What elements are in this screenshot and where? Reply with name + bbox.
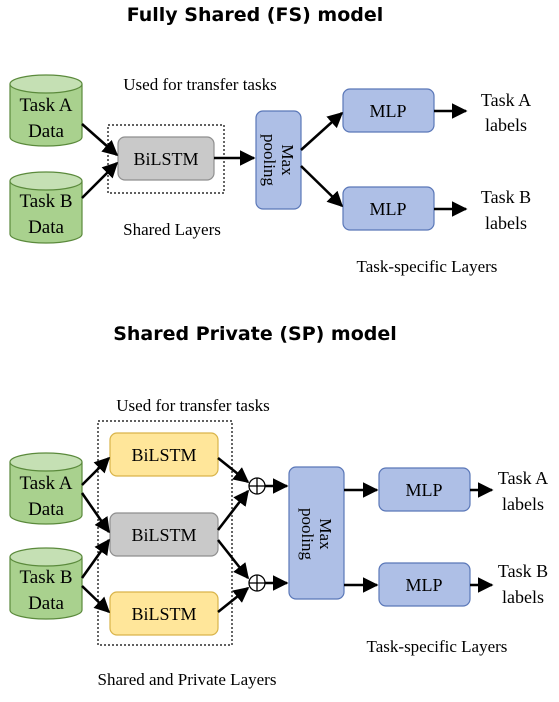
fs-task-a-data: Task A Data [9, 74, 83, 147]
sp-maxpool-line2: pooling [298, 508, 317, 560]
sp-task-a-data-line2: Data [28, 499, 64, 520]
sp-transfer-note: Used for transfer tasks [116, 396, 269, 415]
sp-task-b-data: Task B Data [9, 547, 83, 620]
fs-model: Fully Shared (FS) model Used for transfe… [9, 4, 531, 276]
fs-out-b-line1: Task B [481, 187, 531, 207]
fs-out-a-line1: Task A [481, 90, 531, 110]
fs-maxpool-line2: pooling [260, 134, 279, 186]
fs-bilstm-box: BiLSTM [117, 136, 215, 181]
fs-mlp-a-label: MLP [369, 101, 406, 121]
sp-concat-bot-icon [248, 574, 266, 592]
fs-task-b-data-line1: Task B [19, 191, 72, 212]
sp-task-a-data-line1: Task A [19, 473, 72, 494]
fs-maxpool-box: Max pooling [255, 110, 302, 210]
sp-concat-top-icon [248, 477, 266, 495]
fs-transfer-note: Used for transfer tasks [123, 75, 276, 94]
sp-bilstm-top-box: BiLSTM [109, 432, 219, 477]
sp-bilstm-bot-label: BiLSTM [131, 604, 196, 624]
fs-maxpool-line1: Max [278, 144, 297, 176]
fs-task-b-data: Task B Data [9, 171, 83, 244]
sp-specific-caption: Task-specific Layers [367, 637, 508, 656]
fs-specific-caption: Task-specific Layers [357, 257, 498, 276]
fs-task-b-data-line2: Data [28, 217, 64, 238]
sp-bilstm-bot-box: BiLSTM [109, 591, 219, 636]
fs-title: Fully Shared (FS) model [127, 4, 384, 26]
sp-arrows [80, 456, 494, 614]
sp-mlp-a-label: MLP [405, 480, 442, 500]
fs-mlp-b-box: MLP [342, 186, 435, 231]
fs-out-b-line2: labels [485, 213, 527, 233]
fs-arrows [81, 103, 468, 217]
sp-task-b-data-line1: Task B [19, 567, 72, 588]
sp-bilstm-mid-box: BiLSTM [109, 512, 219, 557]
sp-mlp-b-label: MLP [405, 575, 442, 595]
fs-task-a-data-line2: Data [28, 121, 64, 142]
fs-task-a-data-line1: Task A [19, 95, 72, 116]
sp-shared-caption: Shared and Private Layers [98, 670, 277, 689]
sp-title: Shared Private (SP) model [113, 323, 397, 345]
sp-mlp-a-box: MLP [378, 467, 471, 512]
sp-out-a-line2: labels [502, 494, 544, 514]
fs-bilstm-label: BiLSTM [133, 149, 198, 169]
sp-maxpool-line1: Max [316, 518, 335, 550]
sp-maxpool-box: Max pooling [288, 466, 345, 600]
sp-bilstm-top-label: BiLSTM [131, 445, 196, 465]
fs-mlp-a-box: MLP [342, 88, 435, 133]
sp-task-a-data: Task A Data [9, 452, 83, 525]
sp-mlp-b-box: MLP [378, 562, 471, 607]
fs-out-a-line2: labels [485, 115, 527, 135]
sp-out-a-line1: Task A [498, 468, 548, 488]
sp-out-b-line2: labels [502, 587, 544, 607]
sp-out-b-line1: Task B [498, 561, 548, 581]
sp-task-b-data-line2: Data [28, 593, 64, 614]
fs-shared-caption: Shared Layers [123, 220, 221, 239]
sp-model: Shared Private (SP) model Used for trans… [9, 323, 548, 689]
sp-bilstm-mid-label: BiLSTM [131, 525, 196, 545]
fs-mlp-b-label: MLP [369, 199, 406, 219]
